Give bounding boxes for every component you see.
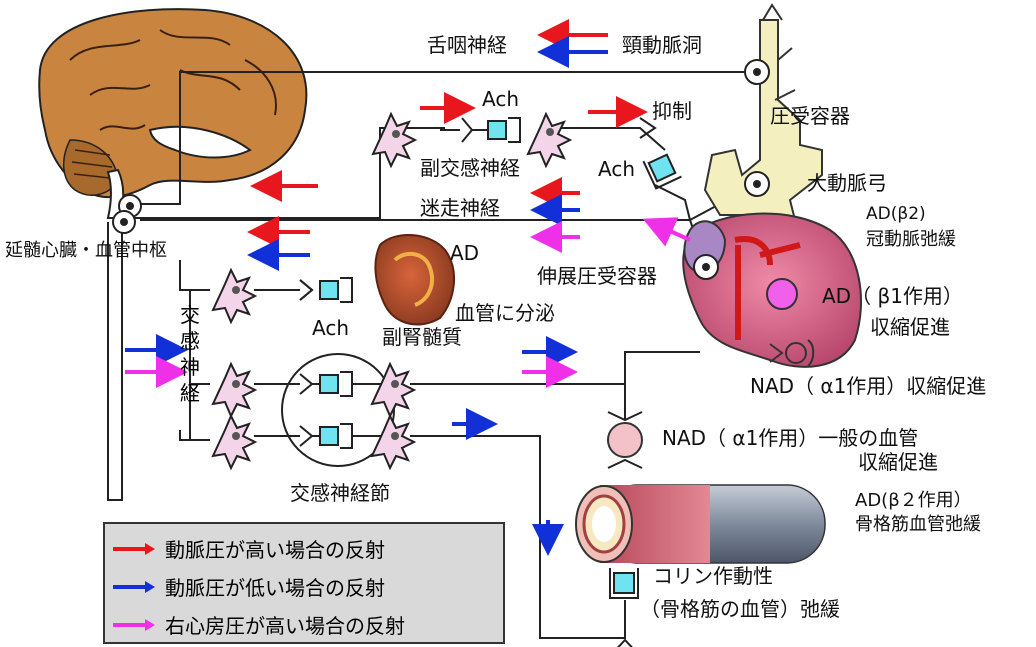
adrenal-gland — [375, 235, 454, 324]
label-sympathetic-ganglion: 交感神経節 — [290, 482, 390, 505]
label-baroreceptor: 圧受容器 — [770, 105, 850, 128]
label-ach-mid: Ach — [598, 158, 635, 181]
label-nad-a1-heart: NAD（ α1作用）収縮促進 — [750, 375, 986, 398]
red-arrow-icon — [111, 542, 157, 556]
label-aortic-arch: 大動脈弓 — [807, 172, 887, 195]
blood-vessel — [576, 485, 825, 563]
label-medulla-center: 延髄心臓・血管中枢 — [5, 241, 167, 262]
label-adrenal-medulla: 副腎髄質 — [382, 326, 462, 349]
label-nad-a1-vessel: NAD（ α1作用）一般の血管 — [662, 427, 918, 450]
label-sympathetic-vertical: 交 感 神 経 — [178, 302, 202, 406]
legend-label: 動脈圧が高い場合の反射 — [165, 534, 385, 563]
label-skeletal-vessel-relax: （骨格筋の血管）弛緩 — [640, 598, 840, 621]
legend-label: 右心房圧が高い場合の反射 — [165, 610, 405, 639]
label-skeletal-relax: 骨格筋血管弛緩 — [855, 515, 981, 536]
label-ad-adrenal: AD — [450, 242, 479, 265]
label-coronary-relax: 冠動脈弛緩 — [866, 230, 956, 251]
label-ad-b1: AD（ β1作用） — [822, 285, 963, 308]
legend-item-blue: 動脈圧が低い場合の反射 — [111, 572, 385, 601]
label-contraction-promote: 収縮促進 — [870, 316, 950, 339]
label-blood-secretion: 血管に分泌 — [455, 302, 555, 325]
label-ad-b2-action: AD(β２作用） — [855, 491, 972, 512]
label-parasympathetic: 副交感神経 — [420, 157, 520, 180]
label-stretch-receptor: 伸展圧受容器 — [537, 265, 657, 288]
legend-label: 動脈圧が低い場合の反射 — [165, 572, 385, 601]
legend-item-red: 動脈圧が高い場合の反射 — [111, 534, 385, 563]
label-cholinergic: コリン作動性 — [653, 565, 773, 588]
label-sympathetic-char: 神 — [178, 354, 202, 380]
magenta-arrow-icon — [111, 618, 157, 632]
label-sympathetic-char: 感 — [178, 328, 202, 354]
blue-arrow-icon — [111, 580, 157, 594]
label-ad-b2: AD(β2) — [866, 205, 926, 225]
legend-item-magenta: 右心房圧が高い場合の反射 — [111, 610, 405, 639]
label-sympathetic-char: 経 — [178, 380, 202, 406]
label-sympathetic-char: 交 — [178, 302, 202, 328]
label-inhibit: 抑制 — [652, 100, 692, 123]
label-ach-adrenal: Ach — [312, 317, 349, 340]
alpha1-receptor — [608, 423, 642, 457]
label-glossopharyngeal: 舌咽神経 — [427, 34, 507, 57]
label-carotid-sinus: 頸動脈洞 — [622, 34, 702, 57]
label-vagus: 迷走神経 — [420, 197, 500, 220]
label-ach-top: Ach — [482, 88, 519, 111]
label-contraction-promote-2: 収縮促進 — [858, 451, 938, 474]
legend-box: 動脈圧が高い場合の反射 動脈圧が低い場合の反射 右心房圧が高い場合の反射 — [103, 522, 505, 644]
